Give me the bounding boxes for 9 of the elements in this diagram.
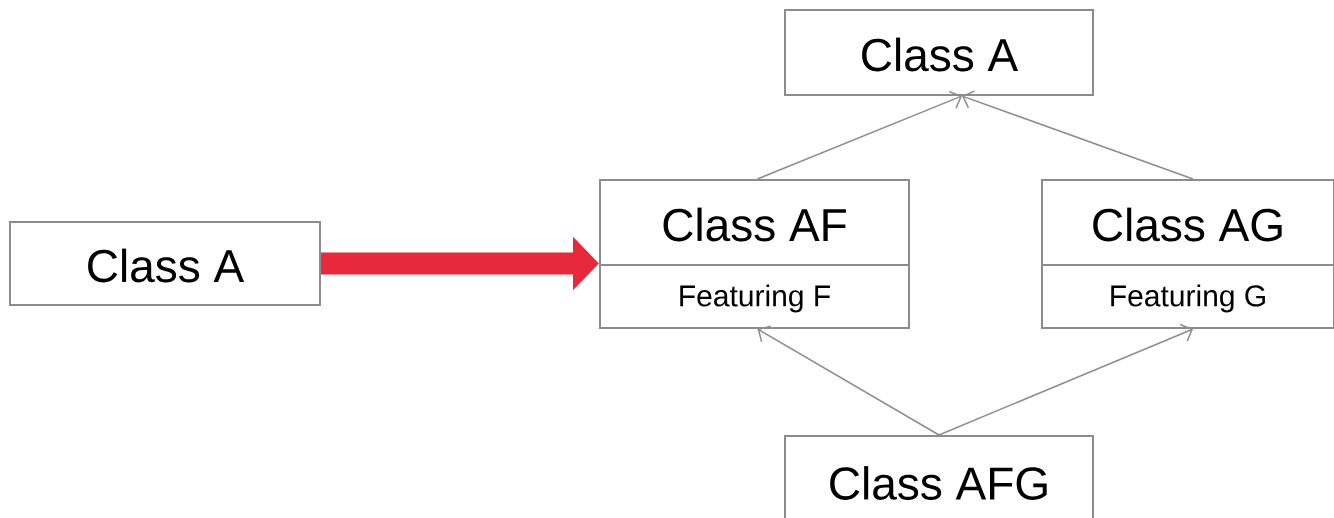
class-box: Class A bbox=[784, 9, 1094, 96]
arrow bbox=[938, 323, 1193, 436]
arrow bbox=[757, 325, 940, 436]
class-box: Class AFG bbox=[784, 435, 1094, 518]
class-box: Class A bbox=[9, 221, 321, 306]
arrow bbox=[756, 90, 962, 180]
class-box: Class AF Featuring F bbox=[599, 179, 910, 329]
class-box: Class AG Featuring G bbox=[1041, 179, 1334, 329]
arrow bbox=[962, 90, 1194, 180]
